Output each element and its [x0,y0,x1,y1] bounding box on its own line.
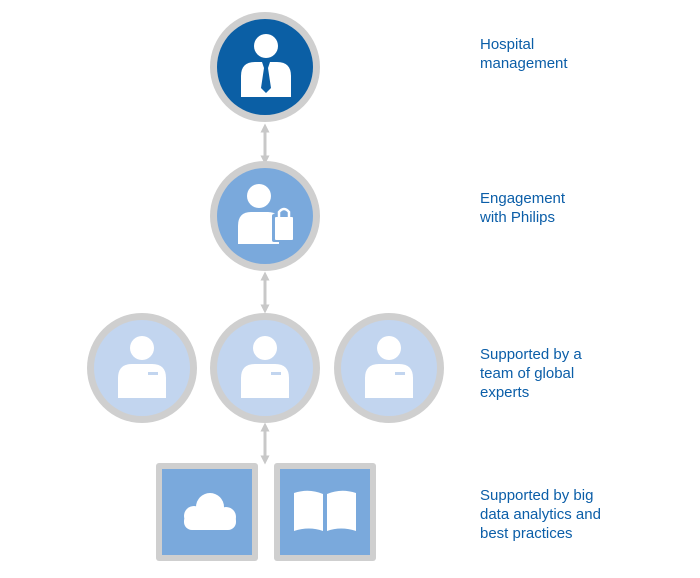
label-data-analytics: Supported by big data analytics and best… [480,487,601,542]
label-engagement: Engagement with Philips [480,190,566,226]
expert-node-2 [210,313,320,423]
expert-icon [241,336,289,398]
expert-node-3 [334,313,444,423]
cloud-icon [184,493,236,530]
manager-icon [241,34,291,97]
best-practices-node [274,463,376,561]
book-icon [294,490,356,531]
data-analytics-node [156,463,258,561]
hospital-management-node [210,12,320,122]
label-hospital-management: Hospital management [480,36,568,72]
expert-icon [118,336,166,398]
engagement-node [210,161,320,271]
label-global-experts: Supported by a team of global experts [480,346,582,401]
expert-node-1 [87,313,197,423]
expert-icon [365,336,413,398]
engagement-person-icon [238,184,296,244]
